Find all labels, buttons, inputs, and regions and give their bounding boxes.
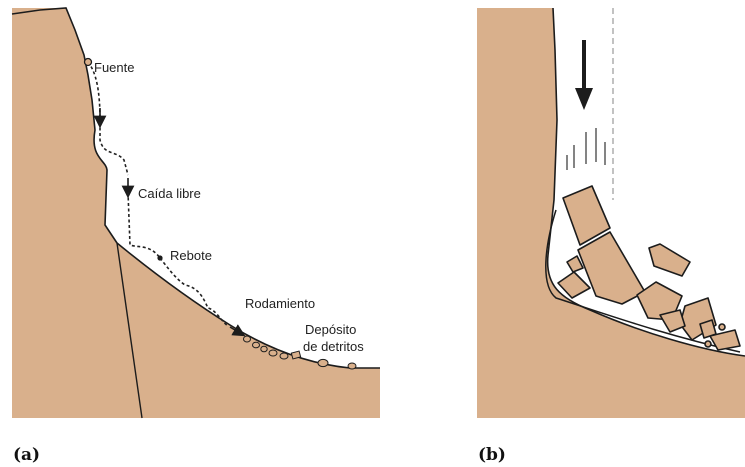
debris-pebble [348,363,356,369]
label-rolling: Rodamiento [245,296,315,311]
source-point [85,59,92,66]
debris-pebble [244,336,251,342]
debris-pebble [291,351,300,359]
rock-pebble [719,324,725,330]
panel-b: (b) [477,8,745,465]
debris-pebble [261,346,267,352]
caption-b: (b) [478,445,506,465]
caption-a: (a) [13,445,40,465]
panel-a: Fuente Caída libre Rebote Rodamiento Dep… [12,8,380,465]
label-deposit-line1: Depósito [305,322,356,337]
debris-pebble [269,350,277,356]
label-source: Fuente [94,60,134,75]
label-bounce: Rebote [170,248,212,263]
debris-pebble [253,342,260,348]
rock-pebble [705,341,711,347]
label-free-fall: Caída libre [138,186,201,201]
label-deposit-line2: de detritos [303,339,364,354]
rock-block [700,320,716,338]
debris-pebble [280,353,288,359]
debris-pebble [318,359,328,366]
